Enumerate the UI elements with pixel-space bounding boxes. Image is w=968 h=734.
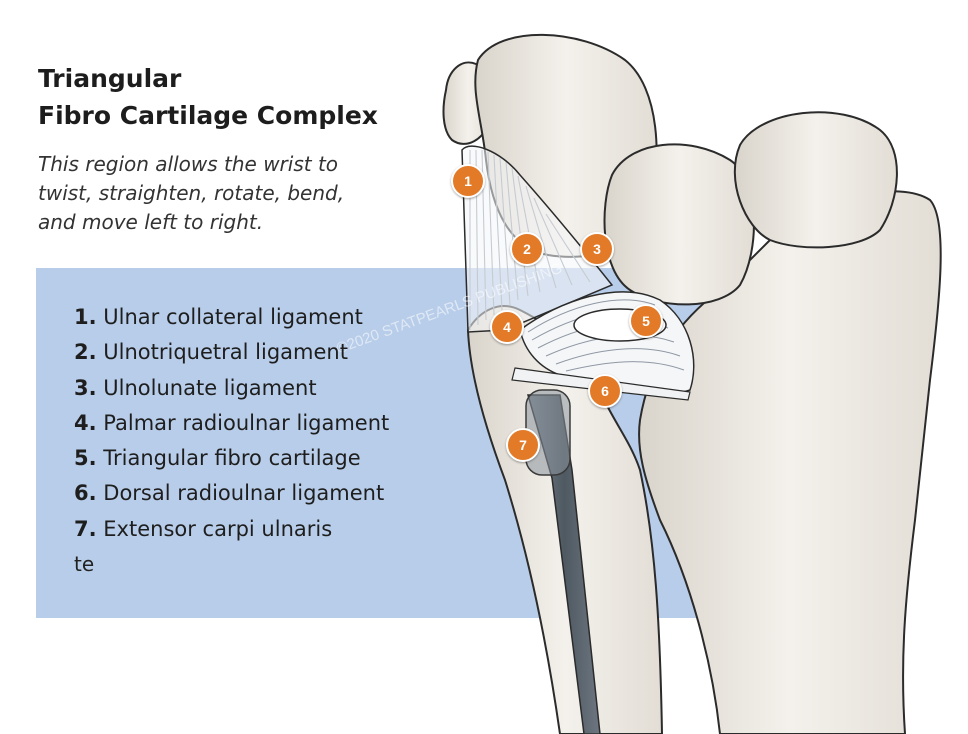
legend-list: 1. Ulnar collateral ligament 2. Ulnotriq… (74, 300, 389, 547)
title-line-1: Triangular (38, 64, 182, 93)
legend-number: 6. (74, 481, 97, 506)
legend-label: Ulnolunate ligament (103, 375, 317, 400)
diagram-description: This region allows the wrist to twist, s… (38, 150, 398, 237)
diagram-title: Triangular Fibro Cartilage Complex (38, 60, 378, 134)
marker-2: 2 (510, 232, 544, 266)
legend-item-7: 7. Extensor carpi ulnaris (74, 512, 389, 547)
title-line-2: Fibro Cartilage Complex (38, 101, 378, 130)
legend-label: Triangular fibro cartilage (103, 446, 361, 471)
description-line-2: twist, straighten, rotate, bend, (38, 181, 345, 205)
marker-6: 6 (588, 374, 622, 408)
description-line-3: and move left to right. (38, 210, 264, 234)
legend-item-3: 3. Ulnolunate ligament (74, 371, 389, 406)
legend-label: Ulnar collateral ligament (103, 305, 363, 329)
legend-number: 4. (74, 410, 97, 435)
lunate-bone (603, 143, 755, 306)
legend-number: 7. (74, 516, 97, 541)
legend-tail-text: te (74, 552, 95, 576)
legend-label: Ulnotriquetral ligament (103, 340, 348, 365)
legend-number: 2. (74, 340, 97, 365)
legend-label: Palmar radioulnar ligament (103, 410, 390, 435)
legend-label: Extensor carpi ulnaris (103, 516, 333, 541)
marker-7: 7 (506, 428, 540, 462)
description-line-1: This region allows the wrist to (38, 152, 339, 176)
legend-item-4: 4. Palmar radioulnar ligament (74, 406, 389, 441)
marker-4: 4 (490, 310, 524, 344)
legend-item-2: 2. Ulnotriquetral ligament (74, 335, 389, 370)
legend-number: 1. (74, 305, 97, 329)
scaphoid-bone (733, 111, 898, 249)
legend-item-5: 5. Triangular fibro cartilage (74, 441, 389, 476)
legend-number: 3. (74, 375, 97, 400)
legend-item-1: 1. Ulnar collateral ligament (74, 300, 389, 335)
marker-3: 3 (580, 232, 614, 266)
legend-number: 5. (74, 446, 97, 471)
marker-5: 5 (629, 304, 663, 338)
marker-1: 1 (451, 164, 485, 198)
legend-item-6: 6. Dorsal radioulnar ligament (74, 476, 389, 511)
legend-label: Dorsal radioulnar ligament (103, 481, 385, 506)
